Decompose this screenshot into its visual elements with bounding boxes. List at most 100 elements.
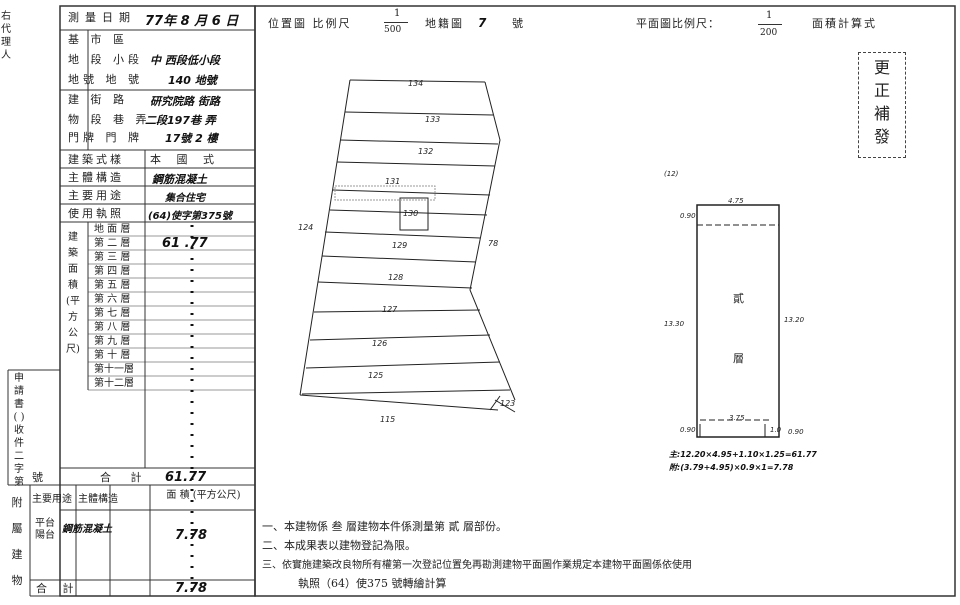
attached-structure: 鋼筋混凝土 [62,524,112,535]
area-section-label: 建 築 面 積 (平方公尺) [66,232,80,355]
left-dim: 13.30 [664,320,685,328]
location-scale-bar [384,22,408,23]
application-label: 申請書 ( ) 收件 二字第 [13,373,25,488]
plan-scale-bar [758,24,782,25]
main-structure-value: 鋼筋混凝土 [152,173,207,186]
survey-date-value: 77年 8 月 6 日 [145,14,239,29]
floor-label: 第 二 層 [94,238,131,249]
building-style-label: 建築式樣 [68,153,124,166]
corner-dim: 0.90 [788,428,804,436]
bottom-dim: 3.75 [729,414,745,422]
stamp-char: 發 [873,127,890,146]
note-line: 一、本建物係 叁 層建物本件係測量第 貳 層部份。 [262,520,507,533]
parcel-label: 125 [368,371,383,380]
corner-dim: 1.0 [770,426,782,434]
parcel-label: 128 [388,273,403,282]
floor-label: 第 十 層 [94,350,131,361]
attached-total-label: 合 計 [36,582,80,595]
top-dim: 4.75 [728,197,744,205]
note-line: 執照（64）使375 號轉繪計算 [298,577,447,590]
location-map-label: 位置圖 比例尺 [268,17,352,30]
floor-label: 第 七 層 [94,308,131,319]
parcel-label: 123 [500,399,515,408]
floor-label: 第十一層 [94,364,134,375]
cadastral-no-suffix: 號 [512,17,523,30]
floor-label: 第 九 層 [94,336,131,347]
attached-header-area: 面 積 (平方公尺) [166,490,241,501]
cadastral-map-no: 7 [478,16,487,30]
land-row: 基 市 區 [68,33,128,46]
formula-main: 主:12.20×4.95+1.10×1.25=61.77 [669,450,817,459]
floor-label: 第 六 層 [94,294,131,305]
address-row: 物 段 巷 弄 [68,113,151,126]
floor-label: 地 面 層 [94,224,131,235]
formula-attached: 附:(3.79+4.95)×0.9×1=7.78 [669,463,794,472]
application-no: 號 [32,471,43,484]
attached-total-value: 7.78 [175,581,208,596]
note-line: 二、本成果表以建物登記為限。 [262,539,416,552]
floor-value: 61 .77 [162,236,208,251]
address-row: 門牌 門 牌 [68,131,143,144]
cadastral-map-label: 地籍圖 [425,17,464,30]
land-row: 地 段 小段 [68,53,143,66]
parcel-label: 126 [372,339,387,348]
note-line: 三、依實施建築改良物所有權第一次登記位置免再勘測建物平面圖作業規定本建物平面圖係… [262,560,692,571]
attached-label: 附屬建物 [11,496,23,587]
corner-dim: 0.90 [680,426,696,434]
corner-dim: 0.90 [680,212,696,220]
location-scale-den: 500 [384,25,402,35]
plan-scale-num: 1 [766,10,773,21]
address-row-value: 研究院路 街路 [150,95,220,108]
side-label: 右代理人 [1,11,11,61]
floor-label: 第十二層 [94,378,134,389]
correction-stamp: 更 正 補 發 [858,52,906,158]
total-value: 61.77 [165,470,207,485]
plan-scale-den: 200 [760,28,778,38]
floor-plan-label: (12) [664,170,679,178]
main-use-value: 集合住宅 [165,193,205,204]
building-style-value: 本 國 式 [150,153,220,166]
floor-label: 第 三 層 [94,252,131,263]
parcel-label: 124 [298,223,313,232]
main-use-label: 主要用途 [68,189,124,202]
address-row-value: 17號 2 樓 [165,132,218,145]
floor-suffix: 層 [733,352,744,365]
parcel-label: 132 [418,147,433,156]
land-row: 地號 地 號 [68,73,143,86]
parcel-label: 127 [382,305,398,314]
stamp-char: 補 [873,104,890,123]
use-permit-value: (64)使字第375號 [148,211,232,222]
attached-area: 7.78 [175,528,208,543]
floor-label: 第 五 層 [94,280,131,291]
main-structure-label: 主體構造 [68,171,124,184]
attached-header-use: 主要用途 [32,494,72,505]
parcel-label: 78 [488,239,498,248]
floor-name: 貳 [733,291,744,305]
parcel-label: 131 [385,177,400,186]
land-row-value: 140 地號 [168,74,217,87]
parcel-label: 130 [403,209,418,218]
parcel-label: 115 [380,415,395,424]
parcel-label: 134 [408,79,423,88]
floor-label: 第 四 層 [94,266,131,277]
stamp-char: 更 [873,58,890,77]
right-dim: 13.20 [784,316,805,324]
address-row-value: 二段197巷 弄 [145,114,216,127]
area-calc-label: 面積計算式 [812,17,877,30]
land-row-value: 中 西段低小段 [150,54,220,67]
plan-scale-label: 平面圖比例尺： [636,17,720,30]
use-permit-label: 使用執照 [68,207,124,220]
parcel-label: 129 [392,241,407,250]
survey-date-label: 測量日期 [68,11,136,24]
attached-header-structure: 主體構造 [78,494,118,505]
total-label: 合 計 [100,471,150,484]
parcel-label: 133 [425,115,440,124]
address-row: 建 街 路 [68,93,128,106]
location-scale-num: 1 [394,8,401,19]
floor-label: 第 八 層 [94,322,131,333]
stamp-char: 正 [873,81,890,100]
attached-use: 平台 陽台 [35,518,55,541]
